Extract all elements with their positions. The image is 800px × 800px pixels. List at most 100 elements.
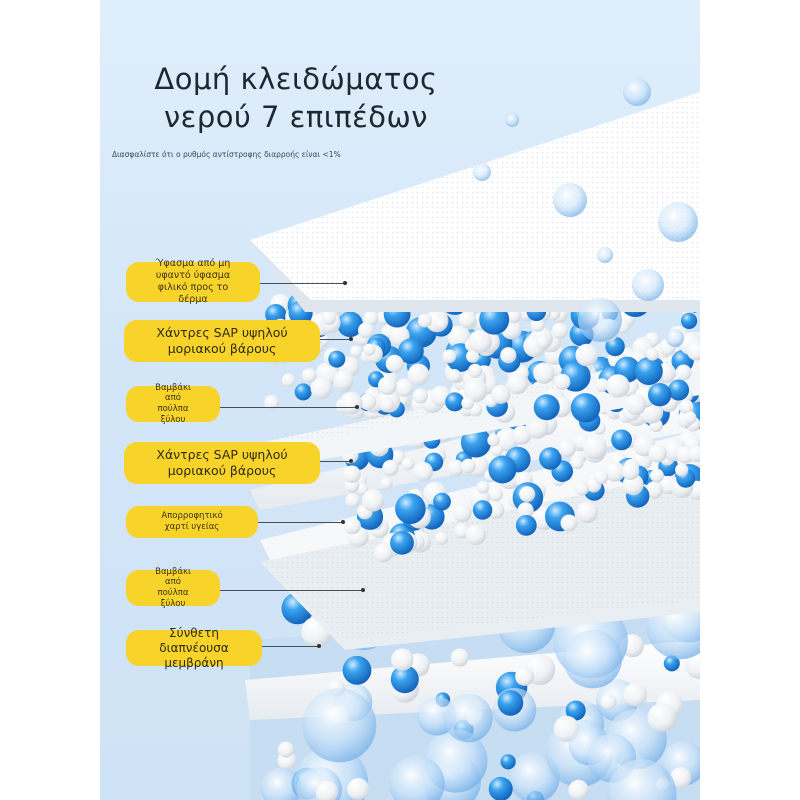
sap-bead bbox=[605, 336, 625, 357]
sap-bead bbox=[539, 447, 562, 470]
bead bbox=[497, 690, 524, 716]
white-bead bbox=[322, 311, 336, 325]
water-droplet bbox=[505, 113, 519, 127]
white-bead bbox=[488, 486, 503, 502]
white-bead bbox=[683, 411, 697, 425]
layer-label-text: Ύφασμα από μη υφαντό ύφασμα φιλικό προς … bbox=[155, 258, 231, 305]
layer-label-text: Χάντρες SAP υψηλού μοριακού βάρους bbox=[156, 447, 288, 478]
white-bead bbox=[466, 349, 480, 363]
layer-label-text: Χάντρες SAP υψηλού μοριακού βάρους bbox=[156, 325, 288, 356]
bead bbox=[488, 776, 513, 800]
white-bead bbox=[467, 363, 483, 378]
white-bead bbox=[412, 388, 429, 404]
white-bead bbox=[648, 444, 667, 463]
sap-bead bbox=[570, 393, 601, 423]
white-bead bbox=[359, 393, 377, 411]
white-bead bbox=[435, 531, 449, 545]
layer-label-nonwoven: Ύφασμα από μη υφαντό ύφασμα φιλικό προς … bbox=[126, 258, 260, 305]
white-bead bbox=[401, 457, 415, 470]
leader-dot bbox=[361, 588, 365, 592]
white-bead bbox=[675, 463, 689, 477]
water-bubble bbox=[302, 688, 377, 763]
layer-label-text: Σύνθετη διαπνέουσα μεμβράνη bbox=[159, 625, 229, 670]
white-bead bbox=[310, 377, 333, 400]
white-bead bbox=[645, 481, 663, 499]
water-droplet bbox=[473, 163, 491, 181]
bead bbox=[500, 754, 516, 770]
white-bead bbox=[517, 502, 534, 519]
white-bead bbox=[264, 395, 280, 410]
layer-label-membrane: Σύνθετη διαπνέουσα μεμβράνη bbox=[126, 626, 262, 670]
white-bead bbox=[465, 524, 486, 545]
white-bead bbox=[378, 376, 397, 396]
water-droplet bbox=[623, 78, 651, 106]
leader-dot bbox=[349, 337, 353, 341]
leader-line bbox=[260, 283, 344, 284]
white-bead bbox=[339, 392, 363, 415]
leader-dot bbox=[355, 405, 359, 409]
bead bbox=[515, 666, 535, 686]
water-bubble bbox=[389, 755, 445, 800]
white-bead bbox=[417, 313, 432, 328]
white-bead bbox=[576, 501, 598, 523]
sap-bead bbox=[328, 350, 346, 368]
white-bead bbox=[594, 470, 609, 485]
white-bead bbox=[363, 343, 376, 356]
white-bead bbox=[385, 354, 404, 373]
water-bubble bbox=[260, 767, 302, 800]
white-bead bbox=[461, 458, 476, 474]
sap-bead bbox=[472, 500, 493, 520]
sap-bead bbox=[395, 493, 426, 524]
sap-bead bbox=[460, 427, 492, 458]
sap-bead bbox=[634, 357, 663, 386]
leader-dot bbox=[341, 520, 345, 524]
white-bead bbox=[646, 347, 659, 361]
white-bead bbox=[358, 322, 374, 339]
sap-bead bbox=[294, 383, 312, 401]
layer-label-wood-pulp-2: Βαμβάκι από πούλπα ξύλου bbox=[126, 567, 220, 609]
layer-label-text: Απορροφητικό χαρτί υγείας bbox=[161, 511, 223, 532]
white-bead bbox=[554, 373, 571, 390]
white-bead bbox=[530, 317, 545, 332]
water-droplet bbox=[658, 202, 698, 242]
white-bead bbox=[551, 322, 568, 339]
sap-bead bbox=[648, 383, 672, 407]
water-droplet bbox=[553, 183, 587, 217]
white-bead bbox=[446, 459, 464, 477]
bead bbox=[600, 693, 617, 710]
white-bead bbox=[476, 480, 490, 494]
white-bead bbox=[395, 378, 414, 397]
bead bbox=[315, 780, 339, 800]
layer-label-sap-2: Χάντρες SAP υψηλού μοριακού βάρους bbox=[124, 442, 320, 484]
white-bead bbox=[686, 341, 700, 361]
white-bead bbox=[487, 434, 500, 447]
white-bead bbox=[447, 369, 461, 382]
white-bead bbox=[463, 378, 488, 403]
leader-dot bbox=[349, 459, 353, 463]
sap-bead bbox=[337, 311, 363, 338]
sap-bead bbox=[398, 338, 424, 365]
white-bead bbox=[679, 399, 694, 414]
water-bubble bbox=[509, 752, 560, 800]
product-infographic: Δομή κλειδώματος νερού 7 επιπέδων Διασφα… bbox=[100, 0, 700, 800]
white-bead bbox=[458, 310, 476, 329]
white-bead bbox=[442, 349, 457, 364]
layer-illustration bbox=[245, 78, 700, 800]
white-bead bbox=[650, 468, 664, 483]
water-droplet bbox=[666, 329, 684, 347]
white-bead bbox=[407, 363, 430, 386]
sap-bead bbox=[479, 304, 510, 335]
sap-bead bbox=[433, 492, 451, 511]
white-bead bbox=[363, 310, 379, 326]
white-bead bbox=[281, 373, 296, 387]
bead bbox=[670, 767, 692, 789]
water-bubble bbox=[444, 693, 493, 743]
white-bead bbox=[380, 477, 393, 490]
layer-label-text: Βαμβάκι από πούλπα ξύλου bbox=[155, 382, 191, 425]
white-bead bbox=[575, 343, 598, 367]
sap-bead bbox=[611, 429, 632, 451]
leader-line bbox=[220, 407, 356, 408]
leader-line bbox=[220, 590, 362, 591]
bead bbox=[565, 700, 586, 721]
water-droplet bbox=[632, 269, 664, 301]
